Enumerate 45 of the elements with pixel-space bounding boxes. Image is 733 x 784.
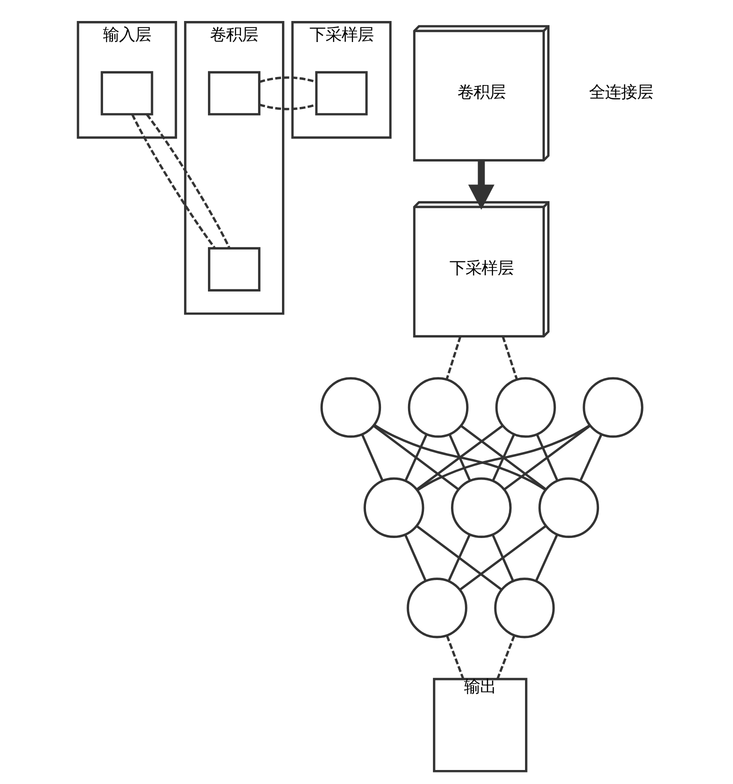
connector xyxy=(446,336,462,380)
connector xyxy=(492,534,514,582)
connector xyxy=(496,635,516,680)
node-box xyxy=(208,71,260,116)
connector xyxy=(259,76,316,84)
connector xyxy=(536,434,558,482)
connector xyxy=(259,103,316,110)
node-circle xyxy=(364,477,424,538)
node-box xyxy=(315,71,368,116)
node-box xyxy=(100,71,154,116)
cluster: 下采样层 xyxy=(291,21,392,139)
connector xyxy=(404,534,427,582)
node-box xyxy=(208,247,260,292)
connector xyxy=(374,424,546,491)
connector xyxy=(492,434,516,482)
connector xyxy=(448,434,471,482)
connector xyxy=(146,114,230,248)
connector xyxy=(504,424,591,490)
connector xyxy=(535,534,558,582)
node-circle xyxy=(582,377,644,438)
connector xyxy=(361,434,384,482)
arrow xyxy=(468,160,494,210)
connector xyxy=(416,525,502,591)
node-box: 输出 xyxy=(432,678,528,772)
label: 全连接层 xyxy=(589,82,654,102)
node-circle xyxy=(408,377,468,438)
connector xyxy=(373,424,460,490)
connector xyxy=(404,434,428,482)
connector xyxy=(446,635,464,680)
connector xyxy=(416,424,504,490)
connector xyxy=(417,424,590,491)
node-circle xyxy=(320,377,382,438)
connector xyxy=(131,114,216,249)
node-circle xyxy=(538,477,600,538)
node-circle xyxy=(451,477,512,538)
node-circle xyxy=(406,578,468,638)
connector xyxy=(448,534,471,582)
connector xyxy=(502,336,518,380)
node-circle xyxy=(495,377,556,438)
connector xyxy=(460,424,547,490)
cluster: 卷积层 xyxy=(184,21,284,315)
node-circle xyxy=(494,578,555,638)
connector xyxy=(459,524,546,591)
connector xyxy=(579,434,602,482)
cluster: 输入层 xyxy=(76,21,178,139)
